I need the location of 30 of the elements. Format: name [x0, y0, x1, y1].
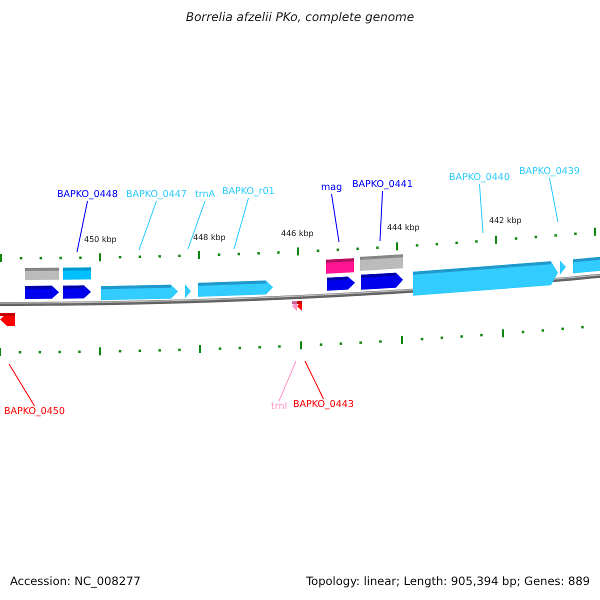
leader-line	[188, 200, 206, 250]
leader-line	[331, 194, 340, 242]
accession-text: Accession: NC_008277	[10, 576, 141, 588]
leader-line	[380, 190, 383, 242]
leader-line	[549, 178, 558, 222]
gene-label: mag	[321, 183, 342, 192]
gene-label: trnI	[271, 402, 288, 412]
gene-label: BAPKO_0440	[449, 173, 510, 182]
genome-info-text: Topology: linear; Length: 905,394 bp; Genes: 889	[306, 576, 590, 588]
scale-label: 442 kbp	[489, 217, 522, 225]
scale-label: 446 kbp	[281, 230, 314, 238]
gene-label: BAPKO_r01	[222, 187, 275, 196]
scale-label: 448 kbp	[193, 234, 226, 242]
scale-label: 444 kbp	[387, 224, 420, 232]
gene-label: BAPKO_0443	[293, 400, 354, 410]
gene-label: BAPKO_0448	[57, 190, 118, 200]
leader-line	[278, 360, 296, 402]
map-title: Borrelia afzelii PKo, complete genome	[184, 11, 416, 23]
gene-label: BAPKO_0441	[352, 180, 413, 190]
gene-label: trnA	[195, 190, 215, 200]
gene-label: BAPKO_0450	[4, 407, 65, 416]
gene-label: BAPKO_0447	[126, 190, 187, 200]
leader-line	[304, 360, 324, 400]
gene-label: BAPKO_0439	[519, 167, 580, 176]
leader-line	[479, 184, 484, 234]
leader-line	[76, 200, 88, 252]
leader-line	[234, 198, 249, 250]
leader-line	[138, 200, 157, 250]
scale-label: 450 kbp	[84, 236, 117, 244]
leader-line	[8, 364, 35, 406]
